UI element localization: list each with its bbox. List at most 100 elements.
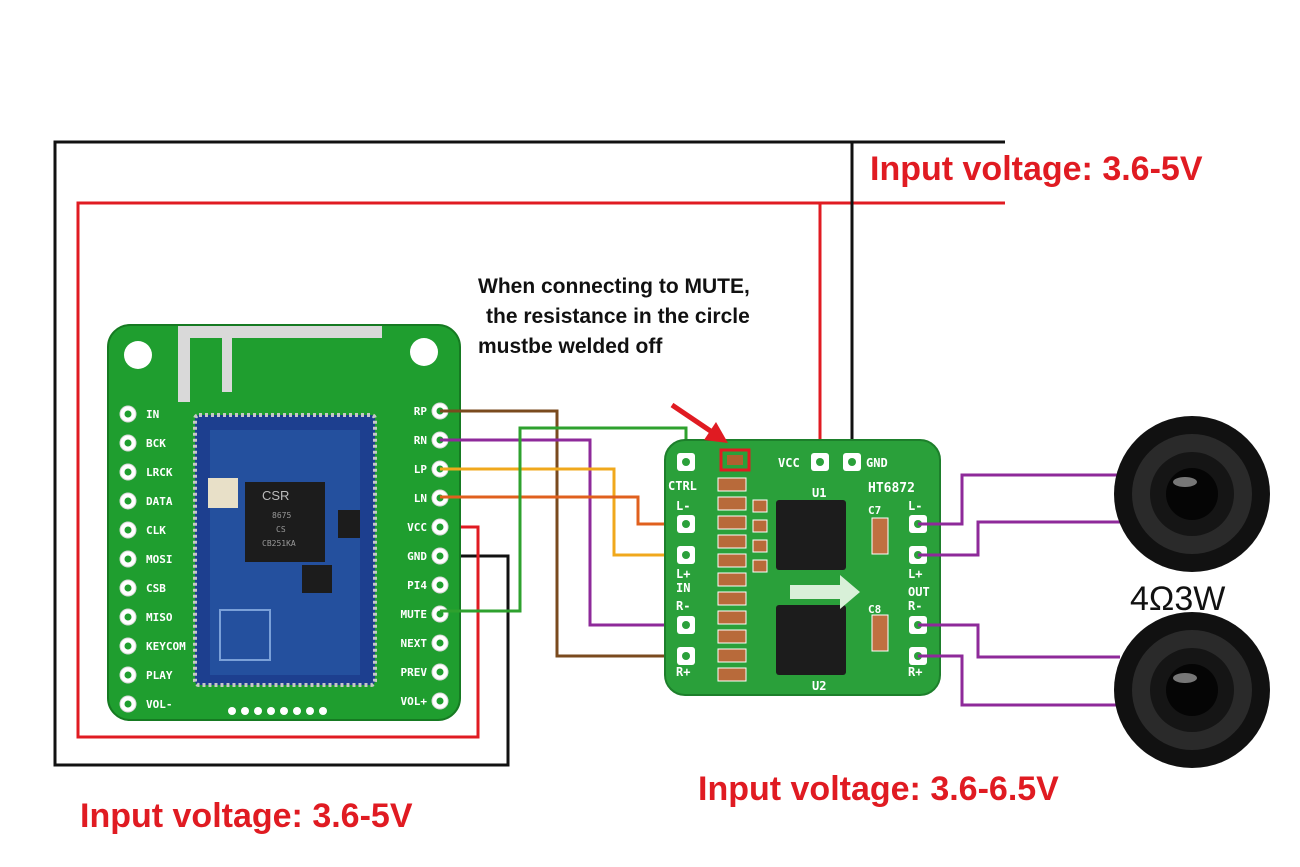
amp-left-label: IN — [676, 581, 690, 595]
chip-line2: CS — [276, 525, 286, 534]
yellow-lp-wire — [440, 467, 686, 557]
amp-top-label: GND — [866, 456, 888, 470]
amp-pad-hole — [848, 458, 856, 466]
amp-pad-hole — [682, 652, 690, 660]
bt-left-pin-label: BCK — [146, 437, 166, 450]
bt-left-pad-hole — [124, 555, 132, 563]
bt-right-pin-label: VOL+ — [401, 695, 428, 708]
amp-cap — [752, 559, 768, 573]
bt-left-pad-hole — [124, 584, 132, 592]
bt-right-pad-hole — [436, 697, 444, 705]
amp-resistor — [717, 591, 747, 606]
purple-rn-wire — [440, 438, 686, 627]
amp-pad-hole — [682, 520, 690, 528]
bt-left-pad-hole — [124, 671, 132, 679]
amp-left-label: L+ — [676, 567, 690, 581]
bt-right-pad-hole — [436, 552, 444, 560]
speaker-bottom — [1114, 612, 1270, 768]
chip-brand: CSR — [262, 488, 289, 503]
amp-pad-hole — [682, 621, 690, 629]
amp-left-labels: L- L+IN R- R+ — [676, 499, 690, 679]
amp-c8: C8 — [868, 603, 881, 616]
amp-c7: C7 — [868, 504, 881, 517]
bt-left-pin-label: IN — [146, 408, 159, 421]
bt-left-pin-label: PLAY — [146, 669, 173, 682]
amp-resistor — [717, 629, 747, 644]
bt-right-pin-label: NEXT — [401, 637, 428, 650]
amp-left-label: R+ — [676, 665, 690, 679]
bt-left-pad-hole — [124, 526, 132, 534]
bt-left-pin-label: LRCK — [146, 466, 173, 479]
bt-right-pin-label: LP — [414, 463, 428, 476]
speaker-top — [1114, 416, 1270, 572]
input-voltage-bottom-left: Input voltage: 3.6-5V — [80, 797, 413, 835]
amp-pads — [677, 453, 927, 665]
amp-resistor — [717, 610, 747, 625]
purple-spk1-b — [918, 520, 1120, 557]
bt-right-pin-label: RP — [414, 405, 428, 418]
red-vcc-wire — [76, 201, 1005, 739]
orange-ln-wire — [440, 495, 686, 526]
amp-cap — [752, 519, 768, 533]
amp-resistor — [717, 667, 747, 682]
amp-resistor — [717, 534, 747, 549]
pointer-arrow — [670, 402, 728, 443]
amp-u2: U2 — [812, 679, 826, 693]
amp-resistor — [717, 515, 747, 530]
amp-right-label: R- — [908, 599, 922, 613]
bt-right-pin-label: VCC — [407, 521, 427, 534]
bt-module: CSR 8675 CS CB251KA — [107, 324, 461, 721]
chip-line1: 8675 — [272, 511, 291, 520]
bt-left-pin-label: CLK — [146, 524, 166, 537]
bt-left-pad-hole — [124, 468, 132, 476]
bt-left-pad-hole — [124, 410, 132, 418]
mute-note-line1: When connecting to MUTE, — [478, 275, 750, 298]
mute-note-line2: the resistance in the circle — [486, 305, 750, 328]
mute-note-line3: mustbe welded off — [478, 335, 663, 358]
black-gnd-wire — [53, 140, 1005, 767]
amp-top-label: VCC — [778, 456, 800, 470]
bt-right-pin-label: GND — [407, 550, 427, 563]
bt-right-pad-hole — [436, 581, 444, 589]
amp-resistor — [717, 496, 747, 511]
amp-resistor — [717, 553, 747, 568]
bt-left-pad-hole — [124, 497, 132, 505]
bt-left-pin-label: DATA — [146, 495, 173, 508]
purple-spk1-a — [918, 473, 1120, 526]
amp-pad-hole — [682, 458, 690, 466]
amp-right-label: OUT — [908, 585, 930, 599]
bt-left-pin-label: MOSI — [146, 553, 173, 566]
purple-spk2-b — [918, 654, 1120, 707]
amp-cap — [752, 539, 768, 553]
amp-name: HT6872 — [868, 481, 915, 496]
bt-left-pin-label: VOL- — [146, 698, 173, 711]
amp-module — [664, 439, 941, 696]
amp-resistor-bank — [717, 477, 768, 682]
amp-right-label: L+ — [908, 567, 922, 581]
bt-left-pad-hole — [124, 613, 132, 621]
bt-left-pins: INBCKLRCKDATACLKMOSICSBMISOKEYCOMPLAYVOL… — [119, 405, 186, 713]
bt-right-pad-hole — [436, 668, 444, 676]
amp-pad-hole — [682, 551, 690, 559]
amp-resistor — [717, 477, 747, 492]
speaker-rating: 4Ω3W — [1130, 580, 1225, 618]
bt-right-pin-label: MUTE — [401, 608, 428, 621]
amp-left-label: R- — [676, 599, 690, 613]
bt-right-pad-hole — [436, 523, 444, 531]
bt-right-pin-label: LN — [414, 492, 427, 505]
amp-left-label: L- — [676, 499, 690, 513]
bt-left-pin-label: MISO — [146, 611, 173, 624]
amp-resistor — [717, 648, 747, 663]
bt-right-pad-hole — [436, 639, 444, 647]
amp-u1: U1 — [812, 486, 826, 500]
input-voltage-top-right: Input voltage: 3.6-5V — [870, 150, 1203, 188]
bt-left-pad-hole — [124, 700, 132, 708]
purple-spk2-a — [918, 623, 1120, 659]
input-voltage-bottom-right: Input voltage: 3.6-6.5V — [698, 770, 1059, 808]
bt-left-pin-label: CSB — [146, 582, 166, 595]
bt-right-pin-label: RN — [414, 434, 427, 447]
bt-right-pin-label: PI4 — [407, 579, 427, 592]
